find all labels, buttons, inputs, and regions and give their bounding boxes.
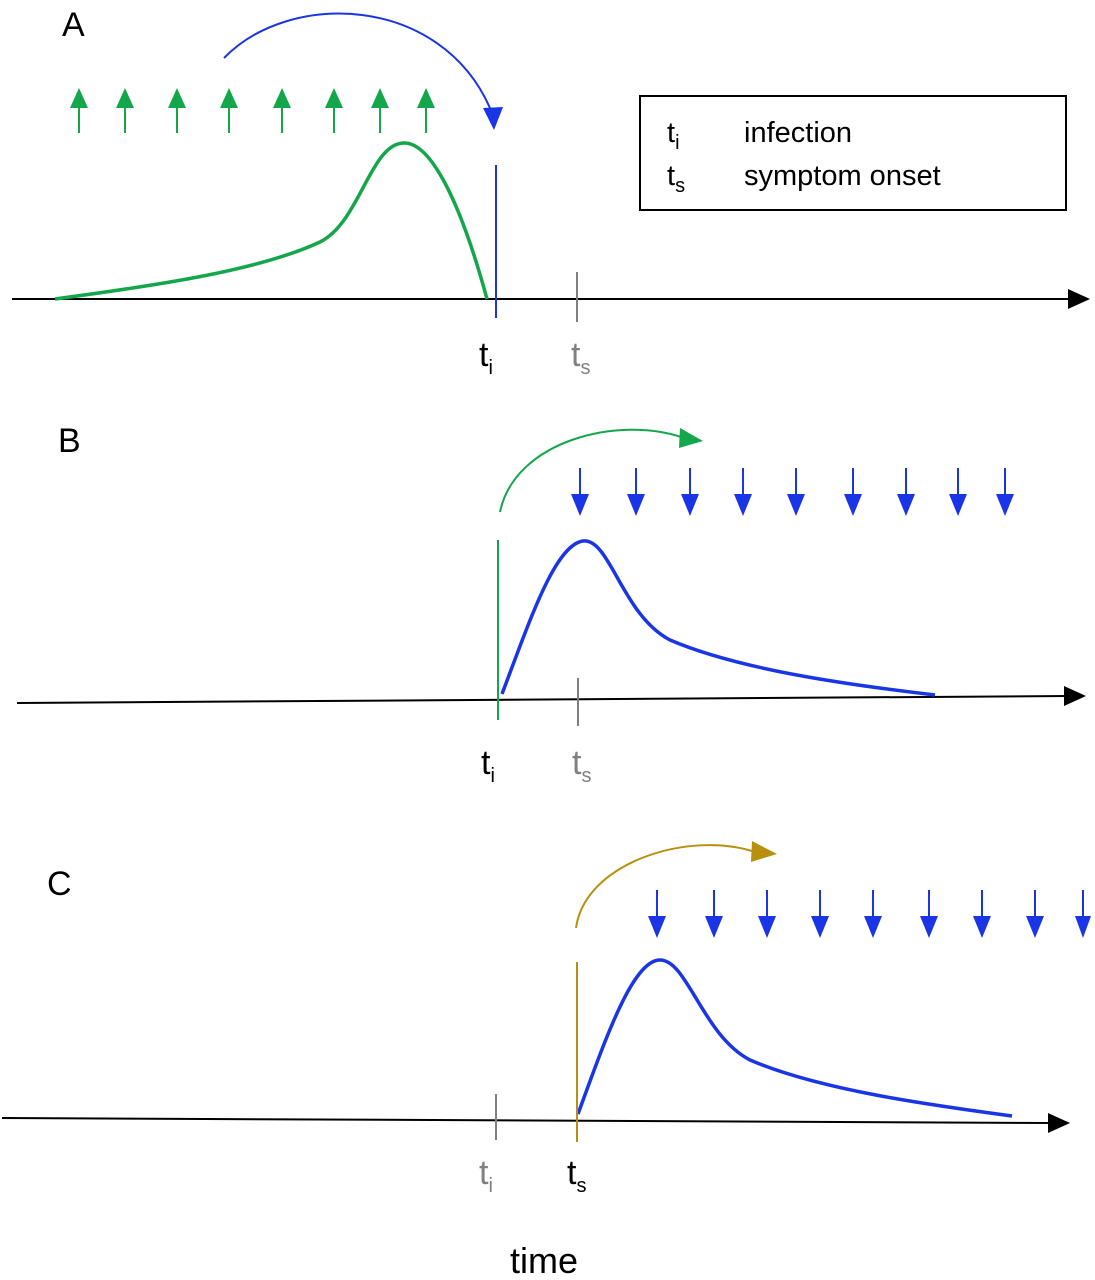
time-axis-label: time: [510, 1240, 578, 1280]
panel-c: C ti ts: [1, 841, 1091, 1197]
panel-b: B ti ts: [16, 422, 1086, 787]
panel-a-letter: A: [62, 6, 85, 44]
panel-b-onset-label: ts: [572, 744, 591, 787]
panel-a-axis-arrowhead: [1068, 289, 1090, 309]
panel-a: A ti ts: [12, 6, 1090, 379]
down-arrow-icon: [844, 468, 862, 516]
down-arrow-icon: [648, 890, 666, 938]
panel-b-transmission-arc: [499, 428, 685, 513]
up-arrow-icon: [70, 88, 88, 133]
up-arrow-icon: [273, 88, 291, 133]
down-arrow-icon: [627, 468, 645, 516]
panel-c-infection-label: ti: [479, 1154, 493, 1197]
panel-b-time-axis: [16, 695, 1069, 704]
up-arrow-icon: [325, 88, 343, 133]
down-arrow-icon: [897, 468, 915, 516]
down-arrow-icon: [864, 890, 882, 938]
panel-a-arc-arrowhead: [483, 107, 503, 130]
panel-b-arc-arrowhead: [679, 428, 703, 448]
panel-c-down-arrows: [648, 890, 1091, 938]
down-arrow-icon: [1026, 890, 1044, 938]
panel-c-transmission-arc: [575, 844, 756, 929]
panel-b-infectiousness-curve: [500, 539, 936, 697]
down-arrow-icon: [811, 890, 829, 938]
down-arrow-icon: [681, 468, 699, 516]
legend: ti infection ts symptom onset: [639, 95, 1067, 211]
down-arrow-icon: [1075, 890, 1091, 938]
up-arrow-icon: [116, 88, 134, 133]
panel-b-axis-arrowhead: [1064, 686, 1086, 706]
legend-onset-text: symptom onset: [744, 160, 941, 192]
down-arrow-icon: [758, 890, 776, 938]
panel-c-arc-arrowhead: [751, 841, 777, 862]
panel-c-axis-arrowhead: [1048, 1113, 1070, 1133]
legend-onset-symbol: ts: [667, 160, 685, 197]
down-arrow-icon: [949, 468, 967, 516]
up-arrow-icon: [371, 88, 389, 133]
up-arrow-icon: [220, 88, 238, 133]
legend-infection-symbol: ti: [667, 117, 680, 154]
down-arrow-icon: [705, 890, 723, 938]
down-arrow-icon: [787, 468, 805, 516]
panel-a-infectiousness-curve: [54, 141, 489, 301]
up-arrow-icon: [417, 88, 435, 133]
panel-a-up-arrows: [70, 88, 435, 133]
panel-a-onset-label: ts: [571, 336, 590, 379]
down-arrow-icon: [920, 890, 938, 938]
panel-b-infection-label: ti: [481, 744, 495, 787]
legend-infection-text: infection: [744, 117, 852, 149]
panel-a-transmission-arc: [223, 12, 491, 109]
panel-b-down-arrows: [571, 468, 1014, 516]
panel-c-letter: C: [47, 865, 72, 903]
panel-a-infection-label: ti: [479, 336, 493, 379]
down-arrow-icon: [571, 468, 589, 516]
down-arrow-icon: [973, 890, 991, 938]
panel-c-infectiousness-curve: [576, 958, 1013, 1118]
panel-c-time-axis: [1, 1117, 1053, 1124]
panel-c-onset-label: ts: [567, 1154, 586, 1197]
up-arrow-icon: [168, 88, 186, 133]
down-arrow-icon: [734, 468, 752, 516]
down-arrow-icon: [996, 468, 1014, 516]
legend-box: [639, 95, 1067, 211]
panel-b-letter: B: [58, 422, 81, 460]
